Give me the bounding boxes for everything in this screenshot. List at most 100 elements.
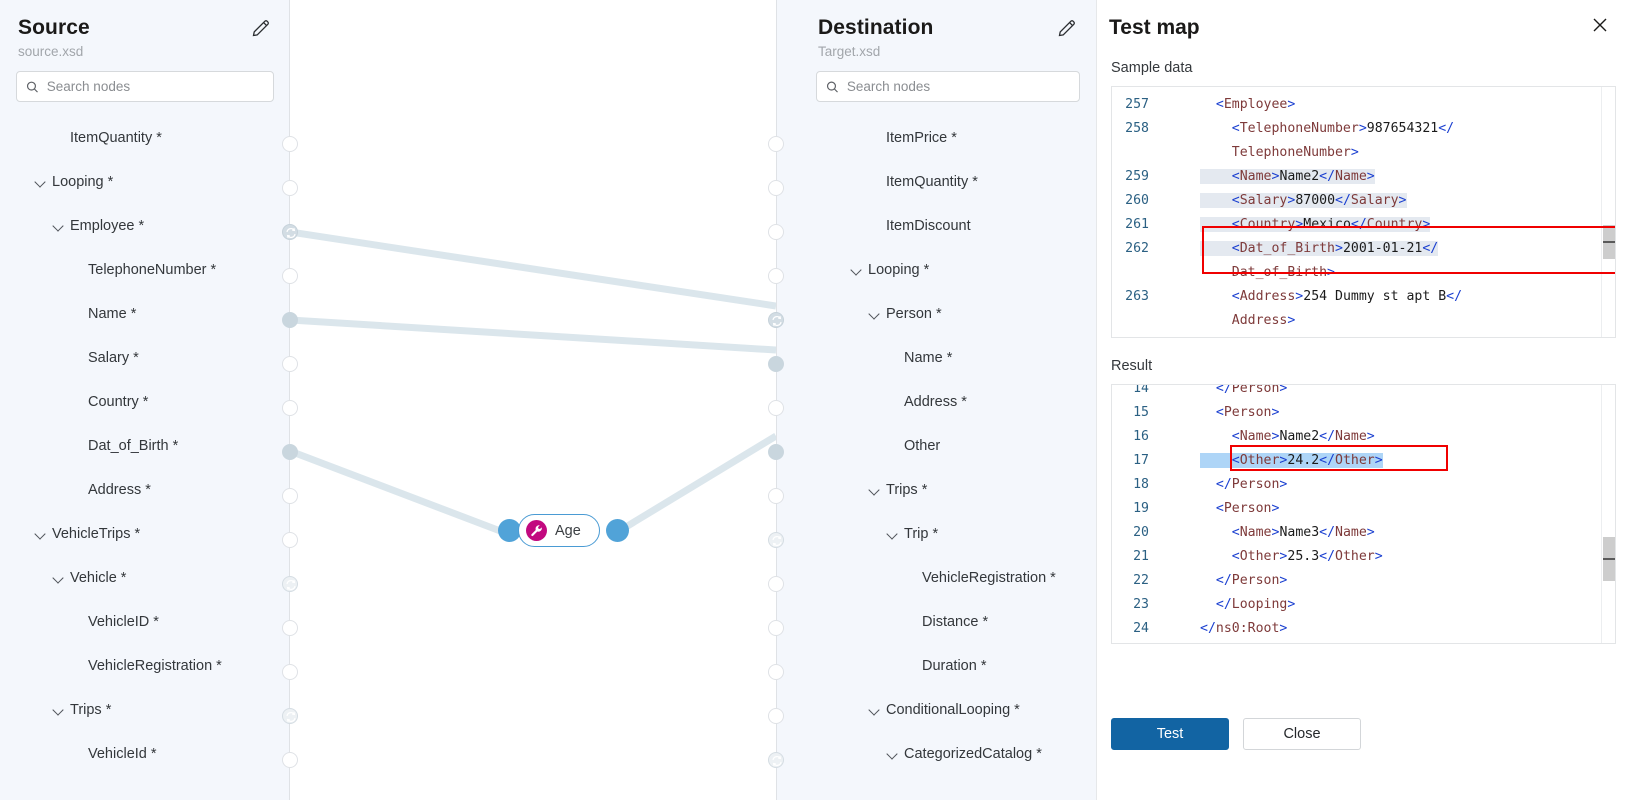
connection-handle[interactable] [282,224,298,240]
chevron-down-icon[interactable] [52,703,66,717]
tree-node-address[interactable]: Address * [0,468,290,512]
tree-node-itemquantity[interactable]: ItemQuantity * [776,160,1096,204]
connection-handle[interactable] [282,400,298,416]
connection-handle[interactable] [768,444,784,460]
tree-indent-spacer [904,659,918,673]
result-scroll-thumb[interactable] [1603,537,1615,581]
pencil-icon[interactable] [1056,17,1078,39]
tree-node-looping[interactable]: Looping * [0,160,290,204]
test-button[interactable]: Test [1111,718,1229,750]
connection-handle[interactable] [768,136,784,152]
connection-handle[interactable] [282,752,298,768]
connection-handle[interactable] [768,488,784,504]
source-search-box[interactable] [16,71,274,102]
pencil-icon[interactable] [250,17,272,39]
connection-handle[interactable] [768,752,784,768]
destination-search-box[interactable] [816,71,1080,102]
line-number: 24 [1133,621,1149,636]
connection-handle[interactable] [768,532,784,548]
mapping-canvas[interactable]: Age [290,0,776,800]
connection-handle[interactable] [282,312,298,328]
tree-node-person[interactable]: Person * [776,292,1096,336]
tree-node-salary[interactable]: Salary * [0,336,290,380]
tree-node-trips[interactable]: Trips * [776,468,1096,512]
connection-handle[interactable] [768,576,784,592]
result-scrollbar[interactable] [1601,385,1615,643]
connection-handle[interactable] [768,268,784,284]
function-input-port[interactable] [498,519,521,542]
tree-node-itemquantity[interactable]: ItemQuantity * [0,116,290,160]
connection-handle[interactable] [282,180,298,196]
code-text: TelephoneNumber> [1231,145,1359,160]
sample-data-scrollbar[interactable] [1601,87,1615,337]
connection-handle[interactable] [282,488,298,504]
tree-node-name[interactable]: Name * [0,292,290,336]
connection-handle[interactable] [768,356,784,372]
sample-data-editor[interactable]: 257 <Employee>258 <TelephoneNumber>98765… [1111,86,1616,338]
connection-handle[interactable] [768,620,784,636]
connection-handle[interactable] [768,180,784,196]
source-tree: ItemQuantity *Looping *Employee *Telepho… [0,116,290,776]
close-button[interactable]: Close [1243,718,1361,750]
tree-node-telephonenumber[interactable]: TelephoneNumber * [0,248,290,292]
close-icon[interactable] [1589,14,1611,36]
chevron-down-icon[interactable] [52,219,66,233]
tree-node-trips[interactable]: Trips * [0,688,290,732]
connection-handle[interactable] [768,312,784,328]
chevron-down-icon[interactable] [886,747,900,761]
chevron-down-icon[interactable] [868,703,882,717]
connection-handle[interactable] [282,664,298,680]
tree-node-categorizedcatalog[interactable]: CategorizedCatalog * [776,732,1096,776]
tree-node-vehicleregistration[interactable]: VehicleRegistration * [776,556,1096,600]
function-output-port[interactable] [606,519,629,542]
tree-node-itemprice[interactable]: ItemPrice * [776,116,1096,160]
tree-node-trip[interactable]: Trip * [776,512,1096,556]
connection-handle[interactable] [768,400,784,416]
tree-node-vehicleid[interactable]: VehicleID * [0,600,290,644]
chevron-down-icon[interactable] [868,307,882,321]
connection-handle[interactable] [282,532,298,548]
connection-handle[interactable] [282,708,298,724]
result-editor[interactable]: 14 </Person>15 <Person>16 <Name>Name2</N… [1111,384,1616,644]
connection-handle[interactable] [282,268,298,284]
tree-node-conditionallooping[interactable]: ConditionalLooping * [776,688,1096,732]
tree-node-vehicleregistration[interactable]: VehicleRegistration * [0,644,290,688]
connection-handle[interactable] [768,708,784,724]
tree-node-datofbirth[interactable]: Dat_of_Birth * [0,424,290,468]
line-number: 20 [1133,525,1149,540]
tree-node-vehicleid[interactable]: VehicleId * [0,732,290,776]
connection-handle[interactable] [282,356,298,372]
chevron-down-icon[interactable] [34,175,48,189]
connection-handle[interactable] [768,224,784,240]
chevron-down-icon[interactable] [886,527,900,541]
code-text: </Person> [1215,477,1288,492]
tree-node-looping[interactable]: Looping * [776,248,1096,292]
chevron-down-icon[interactable] [34,527,48,541]
tree-node-address[interactable]: Address * [776,380,1096,424]
destination-title: Destination [818,16,934,39]
chevron-down-icon[interactable] [850,263,864,277]
tree-node-other[interactable]: Other [776,424,1096,468]
chevron-down-icon[interactable] [868,483,882,497]
code-line: 263 <Address>254 Dummy st apt B</ [1112,285,1615,309]
tree-node-vehicle[interactable]: Vehicle * [0,556,290,600]
connection-handle[interactable] [282,136,298,152]
function-node-age[interactable]: Age [518,514,600,547]
connection-handle[interactable] [768,664,784,680]
tree-node-distance[interactable]: Distance * [776,600,1096,644]
tree-node-name[interactable]: Name * [776,336,1096,380]
tree-node-employee[interactable]: Employee * [0,204,290,248]
source-search-input[interactable] [46,79,264,94]
code-line: 261 <Country>Mexico</Country> [1112,213,1615,237]
tree-indent-spacer [52,131,66,145]
tree-node-duration[interactable]: Duration * [776,644,1096,688]
connection-handle[interactable] [282,620,298,636]
destination-search-input[interactable] [846,79,1070,94]
chevron-down-icon[interactable] [52,571,66,585]
connection-handle[interactable] [282,576,298,592]
tree-node-country[interactable]: Country * [0,380,290,424]
connection-handle[interactable] [282,444,298,460]
tree-node-itemdiscount[interactable]: ItemDiscount [776,204,1096,248]
tree-node-vehicletrips[interactable]: VehicleTrips * [0,512,290,556]
sample-data-scroll-thumb[interactable] [1603,225,1615,259]
